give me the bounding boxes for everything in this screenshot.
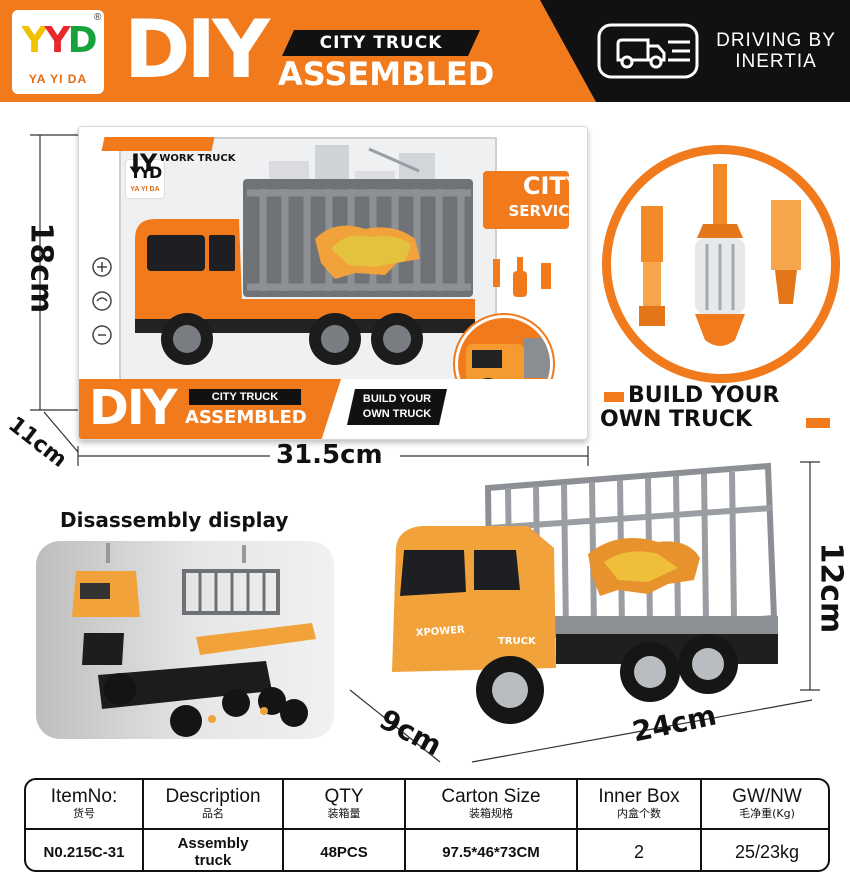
city-service-badge: CITY SERVICE — [483, 171, 583, 229]
truck-side-text: TRUCK — [498, 636, 537, 647]
box-brand-logo: YYD YA YI DA — [125, 159, 165, 199]
dimension-box-depth: 11cm — [3, 412, 72, 473]
spec-value-gw-nw: 25/23kg — [734, 841, 800, 862]
box-city-truck-pill: CITY TRUCK — [189, 389, 301, 405]
driving-by-inertia-label: DRIVING BY INERTIA — [716, 30, 836, 72]
box-tools-icon — [493, 257, 551, 297]
tools-image — [639, 164, 801, 346]
title-city-truck: CITY TRUCK — [319, 33, 443, 53]
caption-accent-left — [604, 392, 624, 402]
caption-accent-right — [806, 418, 830, 428]
header-banner: YYD ® YA YI DA DIY CITY TRUCK ASSEMBLED … — [0, 0, 850, 102]
spec-value-inner-box: 2 — [578, 830, 702, 870]
box-assembled-title: ASSEMBLED — [185, 407, 307, 428]
brand-name: YA YI DA — [28, 72, 88, 86]
dimension-truck-height: 12cm — [813, 542, 849, 634]
inertia-truck-icon — [597, 23, 699, 79]
box-logo-name: YA YI DA — [130, 186, 160, 193]
brand-logo-mark: YYD — [21, 20, 97, 61]
spec-value-itemno: N0.215C-31 — [26, 830, 144, 870]
spec-value-qty: 48PCS — [284, 830, 406, 870]
spec-value-description: Assembly truck — [144, 830, 284, 870]
box-side-icons — [92, 257, 112, 345]
spec-value-row: N0.215C-31 Assembly truck 48PCS 97.5*46*… — [26, 828, 828, 870]
tools-circle — [602, 145, 840, 383]
box-truck-image — [135, 179, 475, 365]
brand-logo: YYD ® YA YI DA — [12, 10, 104, 94]
disassembly-title: Disassembly display — [60, 508, 289, 532]
title-assembled: ASSEMBLED — [278, 55, 495, 93]
build-your-own-truck-caption: BUILD YOUR OWN TRUCK — [600, 383, 780, 432]
dimension-box-width: 31.5cm — [276, 440, 383, 470]
box-build-your-own-truck: BUILD YOUR OWN TRUCK — [347, 389, 447, 425]
disassembly-image — [72, 543, 316, 737]
box-diy-title: DIY — [89, 380, 177, 436]
title-city-truck-pill: CITY TRUCK — [282, 30, 480, 56]
truck-xpower-text: XPOWER — [415, 625, 465, 639]
spec-value-carton-size: 97.5*46*73CM — [406, 830, 578, 870]
title-diy: DIY — [124, 3, 270, 96]
box-logo-mark: YYD — [129, 163, 162, 182]
disassembly-panel — [36, 541, 334, 739]
assembled-truck-image: XPOWER TRUCK — [392, 462, 778, 724]
spec-header-itemno: ItemNo:货号 — [26, 780, 144, 828]
registered-mark: ® — [94, 12, 102, 23]
dimension-box-height: 18cm — [23, 222, 59, 314]
